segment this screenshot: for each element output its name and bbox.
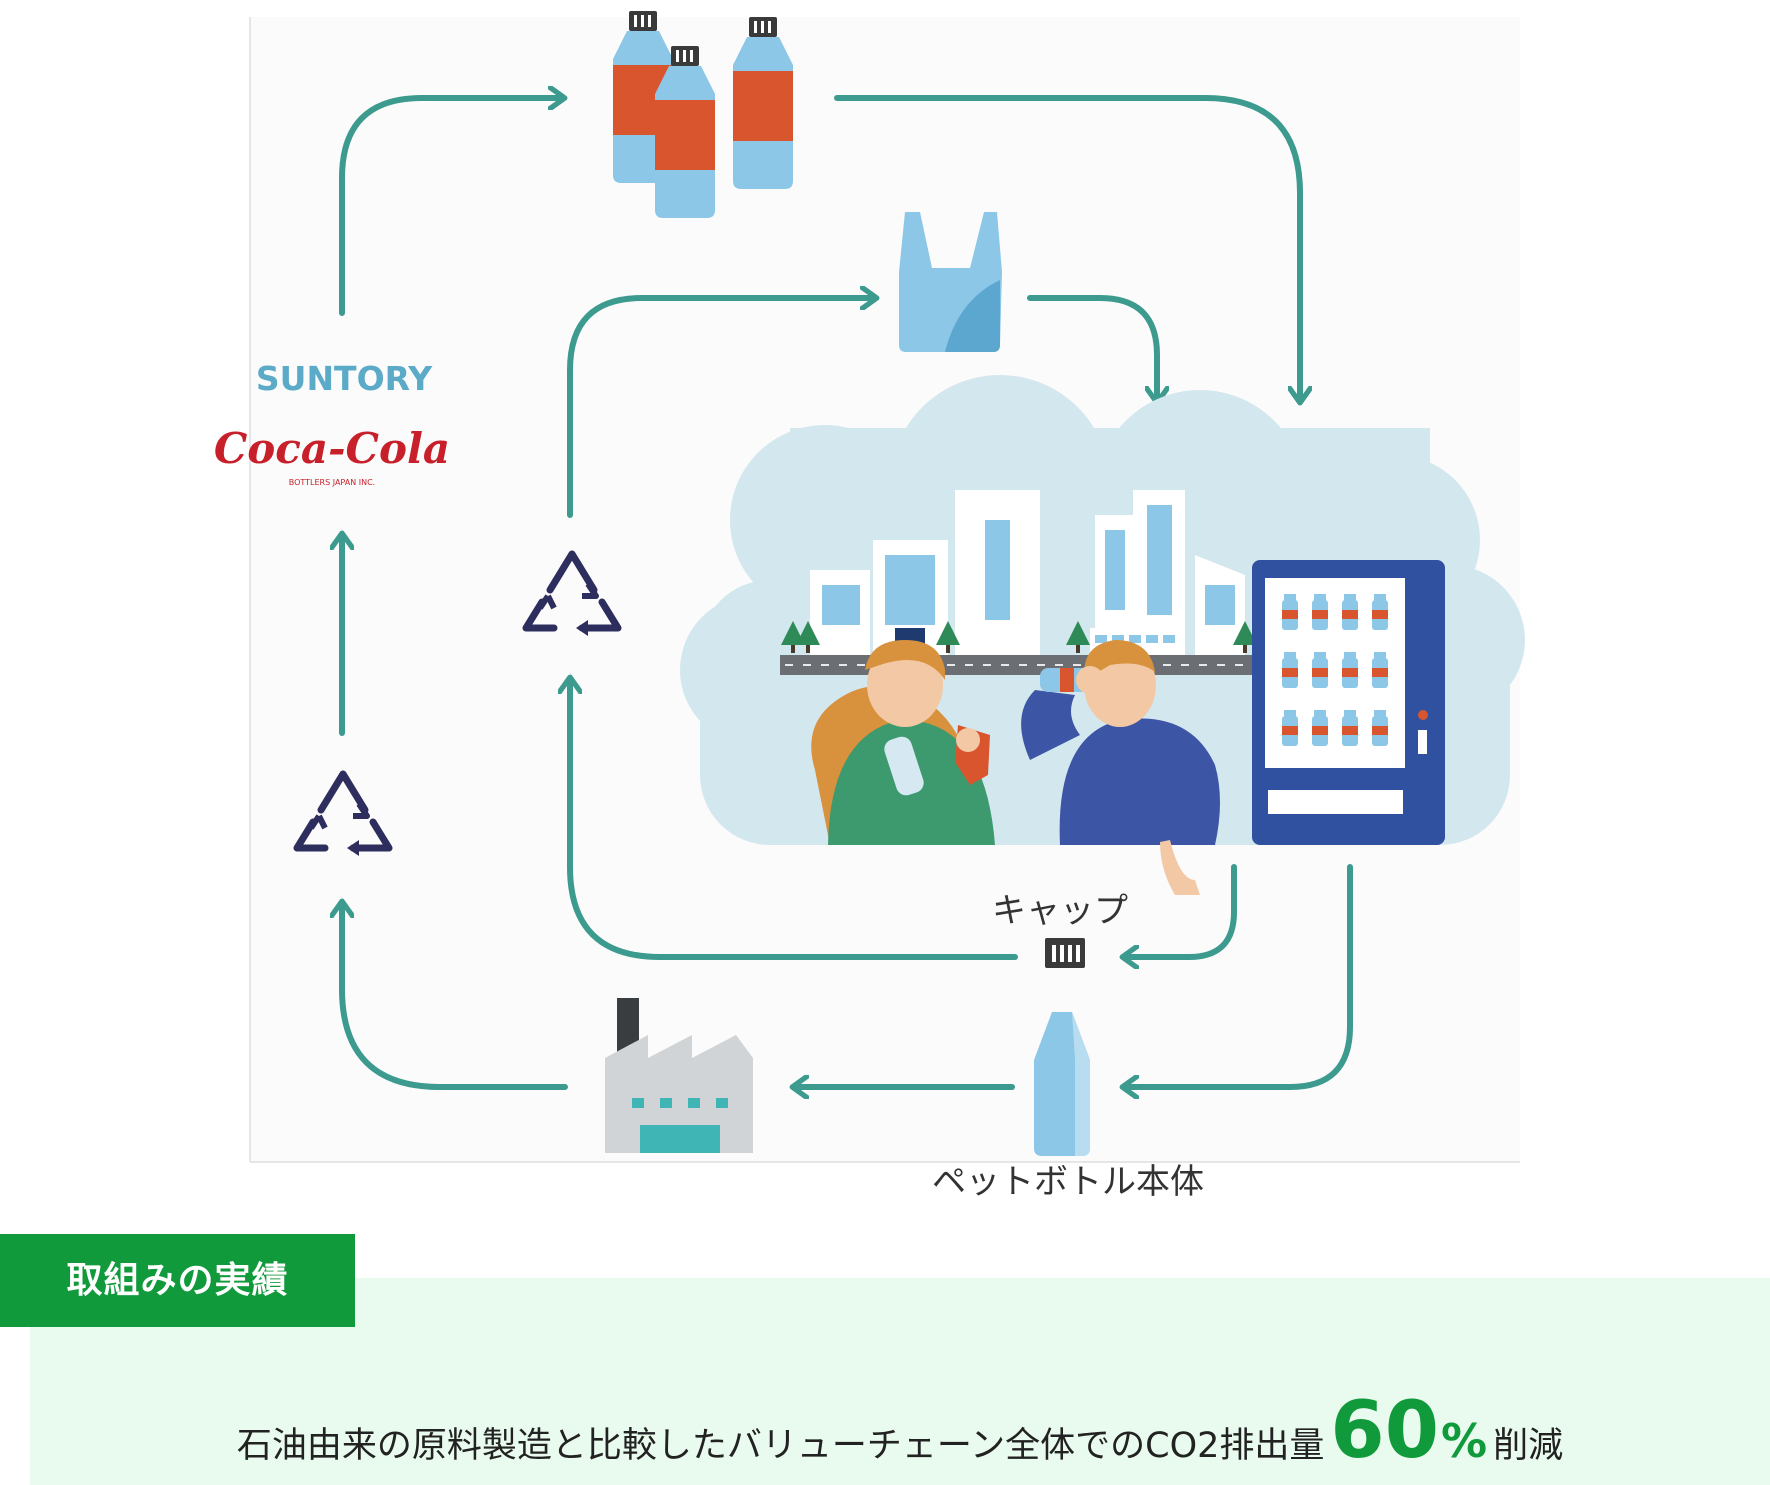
- buildings: [810, 490, 1245, 655]
- bottle-body-icon: [1034, 1012, 1090, 1156]
- coca-cola-logo: Coca-Cola: [214, 424, 450, 473]
- woman-figure: [811, 640, 995, 845]
- coca-cola-subtext: BOTTLERS JAPAN INC.: [289, 478, 375, 487]
- arrow-city-to-cap: [1127, 864, 1237, 957]
- arrow-top-to-right: [834, 95, 1300, 398]
- brands-block: SUNTORY Coca-Cola BOTTLERS JAPAN INC.: [214, 359, 450, 487]
- arrow-city-to-bottle: [1127, 864, 1353, 1087]
- man-figure: [1021, 640, 1220, 895]
- result-box: 石油由来の原料製造と比較したバリューチェーン全体でのCO2排出量60%削減: [30, 1278, 1770, 1485]
- arrow-cap-to-recycle: [570, 682, 1018, 960]
- cap-label: キャップ: [992, 891, 1128, 931]
- result-statement: 石油由来の原料製造と比較したバリューチェーン全体でのCO2排出量60%削減: [30, 1386, 1770, 1476]
- result-text-after: 削減: [1493, 1426, 1564, 1466]
- result-value: 60: [1330, 1386, 1439, 1476]
- result-tag: 取組みの実績: [0, 1234, 355, 1327]
- cap-icon: [1045, 938, 1085, 968]
- vending-machine-icon: [1252, 560, 1445, 845]
- bottle-body-label: ペットボトル本体: [932, 1162, 1204, 1202]
- arrow-inner-to-bag: [567, 298, 872, 518]
- plastic-bag-icon: [899, 212, 1002, 352]
- arrow-factory-to-recycle: [342, 906, 568, 1090]
- factory-icon: [605, 998, 753, 1153]
- city-scene: [680, 375, 1525, 895]
- arrow-left-to-top: [339, 98, 560, 316]
- result-text-before: 石油由来の原料製造と比較したバリューチェーン全体でのCO2排出量: [236, 1426, 1325, 1466]
- result-unit: %: [1440, 1414, 1488, 1468]
- cycle-arrows: [339, 95, 1353, 1090]
- suntory-logo: SUNTORY: [256, 359, 433, 398]
- arrow-bag-to-city: [1027, 295, 1157, 398]
- result-section: 石油由来の原料製造と比較したバリューチェーン全体でのCO2排出量60%削減 取組…: [0, 1234, 1770, 1485]
